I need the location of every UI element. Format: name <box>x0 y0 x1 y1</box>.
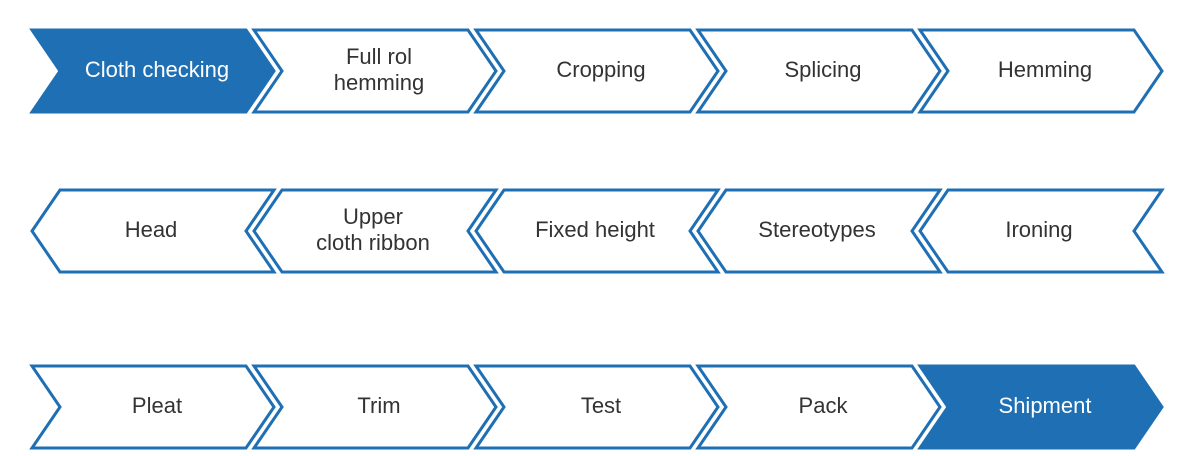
chevron-shape <box>695 28 942 114</box>
step-label: Cloth checking <box>85 57 229 82</box>
process-step: Test <box>473 364 720 450</box>
process-step: Trim <box>251 364 498 450</box>
step-label: Cropping <box>556 57 645 82</box>
step-label: Splicing <box>784 57 861 82</box>
step-label: cloth ribbon <box>316 230 430 255</box>
process-step: Shipment <box>917 364 1164 450</box>
chevron-shape <box>695 364 942 450</box>
chevron-shape <box>252 188 499 274</box>
chevron-shape <box>474 188 721 274</box>
step-label: Head <box>125 217 178 242</box>
step-label: hemming <box>334 70 424 95</box>
chevron-shape <box>696 188 943 274</box>
process-step: Cropping <box>473 28 720 114</box>
step-label: Trim <box>357 393 400 418</box>
step-label: Ironing <box>1005 217 1072 242</box>
step-label: Fixed height <box>535 217 655 242</box>
chevron-shape <box>29 364 276 450</box>
process-step: Hemming <box>917 28 1164 114</box>
process-step: Head <box>30 188 277 274</box>
process-step: Ironing <box>918 188 1165 274</box>
chevron-shape <box>918 188 1165 274</box>
chevron-shape-highlighted <box>29 28 276 114</box>
step-label: Pack <box>799 393 849 418</box>
chevron-shape <box>473 28 720 114</box>
process-row-3: Pleat Trim Test Pack Shipment <box>29 364 1164 450</box>
chevron-shape <box>473 364 720 450</box>
chevron-shape <box>917 28 1164 114</box>
process-step: Pack <box>695 364 942 450</box>
step-label: Upper <box>343 204 403 229</box>
process-step: Fixed height <box>474 188 721 274</box>
step-label: Full rol <box>346 44 412 69</box>
chevron-shape-highlighted <box>917 364 1164 450</box>
step-label: Pleat <box>132 393 182 418</box>
process-step: Splicing <box>695 28 942 114</box>
step-label: Hemming <box>998 57 1092 82</box>
chevron-shape <box>251 28 498 114</box>
process-step: Stereotypes <box>696 188 943 274</box>
process-step: Cloth checking <box>29 28 276 114</box>
chevron-shape <box>30 188 277 274</box>
step-label: Test <box>581 393 621 418</box>
process-step: Pleat <box>29 364 276 450</box>
chevron-shape <box>251 364 498 450</box>
step-label: Stereotypes <box>758 217 875 242</box>
step-label: Shipment <box>999 393 1092 418</box>
